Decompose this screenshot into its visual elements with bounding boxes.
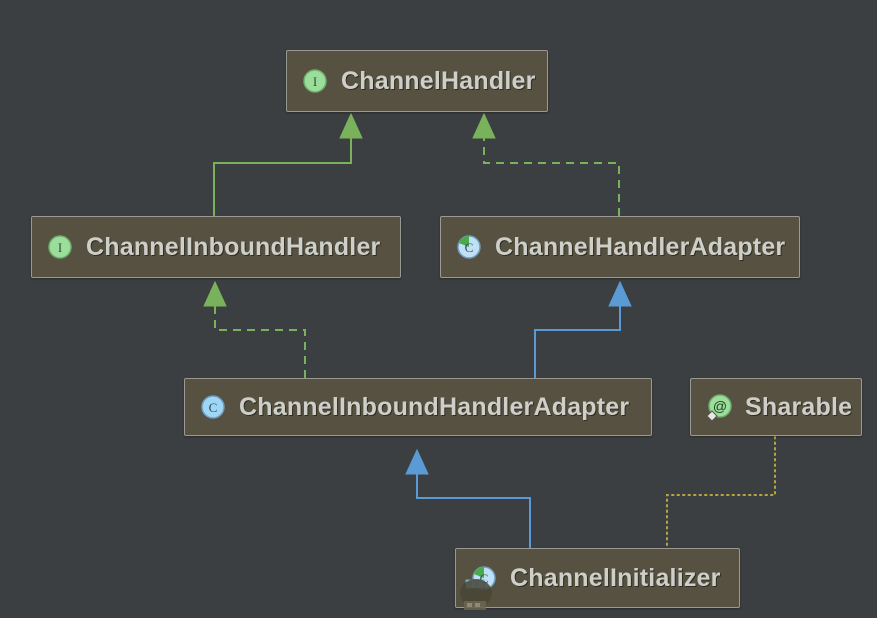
node-channel-inbound-handler[interactable]: I ChannelInboundHandler	[31, 216, 401, 278]
node-channel-initializer[interactable]: C ChannelInitializer	[455, 548, 740, 610]
node-sharable[interactable]: @ Sharable	[690, 378, 862, 436]
node-label: ChannelInitializer	[510, 563, 721, 592]
node-label: Sharable	[745, 392, 853, 421]
node-label: ChannelInboundHandler	[86, 232, 381, 261]
svg-text:I: I	[58, 240, 62, 255]
svg-text:C: C	[465, 240, 474, 255]
abstract-class-icon: C	[465, 564, 498, 592]
svg-text:I: I	[313, 74, 317, 89]
node-label: ChannelInboundHandlerAdapter	[239, 392, 630, 421]
interface-icon: I	[46, 233, 74, 261]
svg-text:@: @	[713, 398, 727, 414]
class-icon: C	[199, 393, 227, 421]
interface-icon: I	[301, 67, 329, 95]
svg-text:C: C	[209, 400, 218, 415]
diamond-marker	[706, 410, 718, 421]
node-label: ChannelHandlerAdapter	[495, 232, 786, 261]
node-channel-handler-adapter[interactable]: C ChannelHandlerAdapter	[440, 216, 800, 278]
edge-inbound-handler-extends-handler[interactable]	[213, 112, 363, 216]
edge-initializer-extends-inbound-adapter[interactable]	[405, 448, 531, 548]
node-channel-inbound-handler-adapter[interactable]: C ChannelInboundHandlerAdapter	[184, 378, 652, 436]
edge-inbound-adapter-extends-handler-adapter[interactable]	[534, 280, 632, 378]
edge-initializer-annotated-sharable[interactable]	[666, 436, 776, 549]
clipped-overlay-icon	[464, 578, 485, 598]
node-label: ChannelHandler	[341, 66, 536, 95]
svg-text:C: C	[480, 571, 489, 586]
edge-inbound-adapter-implements-inbound-handler[interactable]	[203, 280, 306, 378]
abstract-class-icon: C	[455, 233, 483, 261]
annotation-icon: @	[705, 393, 733, 421]
edge-handler-adapter-implements-handler[interactable]	[472, 112, 620, 216]
node-channel-handler[interactable]: I ChannelHandler	[286, 50, 548, 112]
